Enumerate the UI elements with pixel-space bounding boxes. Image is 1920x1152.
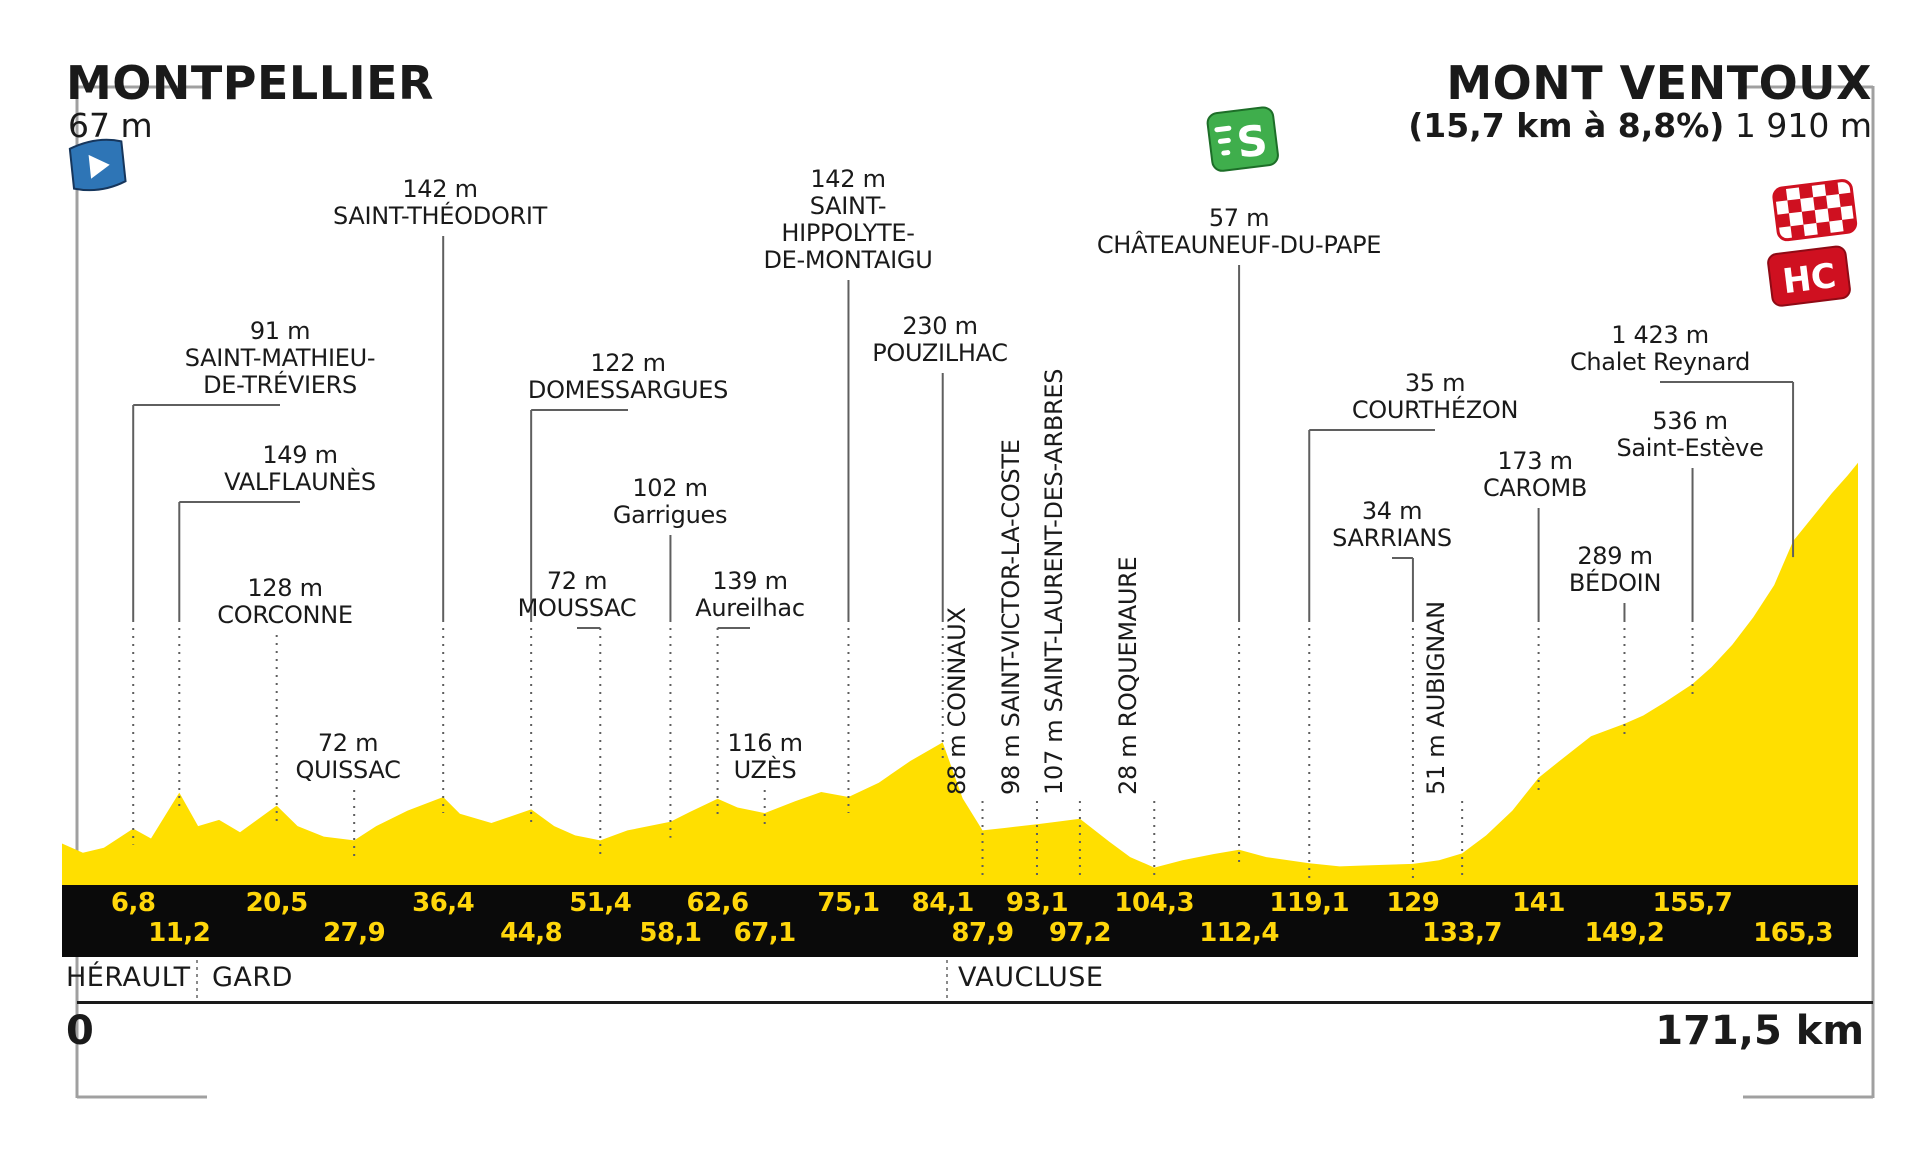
start-elevation: 67 m [68, 106, 153, 145]
start-city-name: MONTPELLIER [66, 56, 434, 110]
finish-climb-stats: (15,7 km à 8,8%) [1408, 106, 1725, 145]
hc-climb-badge: HC [1767, 245, 1851, 307]
waypoint-lines [132, 236, 1795, 998]
depart-flag-icon [68, 138, 127, 192]
finish-elevation: 1 910 m [1734, 106, 1872, 145]
sprint-letter: S [1234, 115, 1270, 167]
finish-subline: (15,7 km à 8,8%) 1 910 m [1408, 106, 1872, 145]
finish-checkered-flag-icon [1772, 179, 1858, 242]
profile-polygon [62, 462, 1858, 892]
hc-badge-label: HC [1780, 256, 1838, 302]
finish-name: MONT VENTOUX [1446, 56, 1872, 110]
elevation-profile-area [62, 462, 1858, 892]
distance-start-value: 0 [66, 1008, 94, 1054]
department-strip [77, 957, 1873, 1004]
distance-total-value: 171,5 km [1655, 1008, 1864, 1054]
sprint-icon: S [1206, 106, 1279, 172]
distance-bar [62, 885, 1858, 957]
